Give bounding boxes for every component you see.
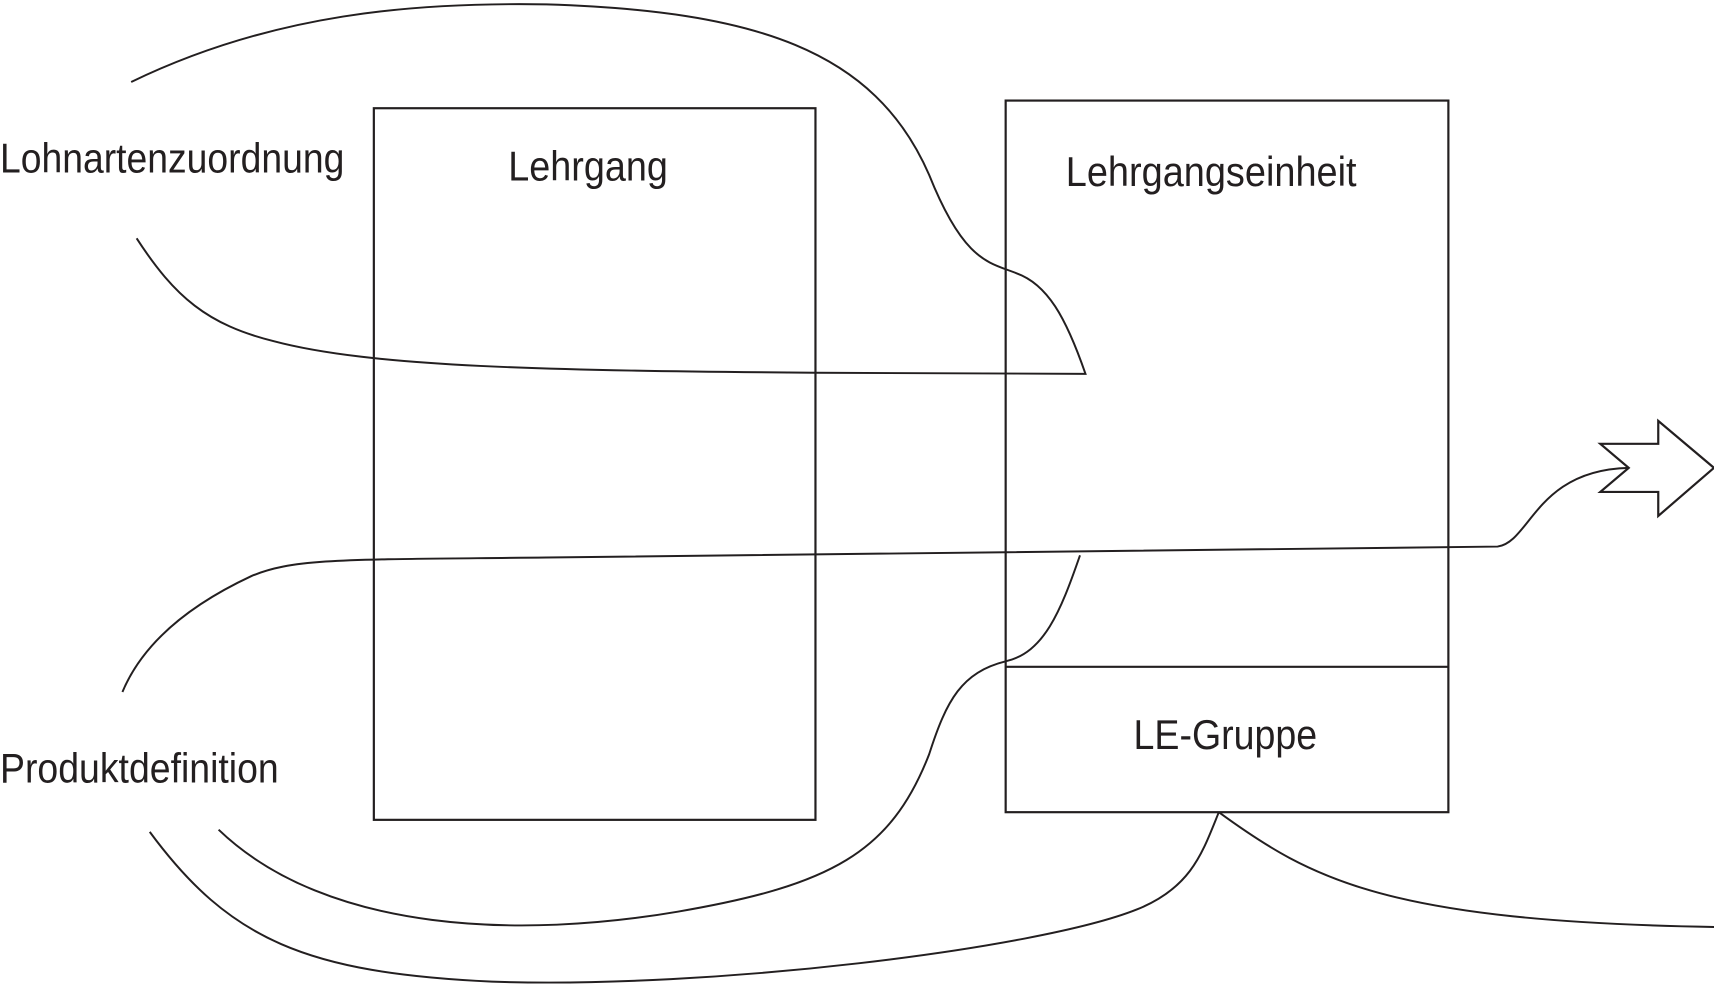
produktdefinition-connector-lower	[148, 811, 1220, 984]
le-gruppe-connector	[1218, 811, 1714, 928]
lehrgang-box	[372, 107, 817, 821]
le-gruppe-title: LE-Gruppe	[1134, 711, 1318, 758]
lehrgangseinheit-loop	[217, 554, 1081, 927]
lehrgangseinheit-box	[1004, 99, 1450, 814]
produktdefinition-label: Produktdefinition	[0, 745, 279, 792]
lehrgangseinheit-title: Lehrgangseinheit	[1066, 148, 1357, 195]
produktdefinition-connector-upper	[121, 466, 1629, 693]
lohnartenzuordnung-connector	[130, 3, 1087, 375]
right-arrow-icon	[1597, 418, 1714, 519]
lohnartenzuordnung-label: Lohnartenzuordnung	[0, 135, 344, 182]
lehrgang-title: Lehrgang	[508, 142, 668, 189]
